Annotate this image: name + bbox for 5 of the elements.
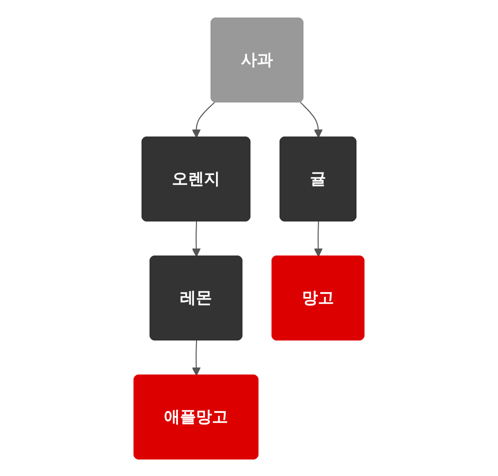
arrow — [192, 340, 201, 376]
arrow — [314, 220, 323, 256]
arrow — [192, 220, 201, 256]
arrow — [192, 101, 216, 138]
arrow — [300, 101, 323, 138]
